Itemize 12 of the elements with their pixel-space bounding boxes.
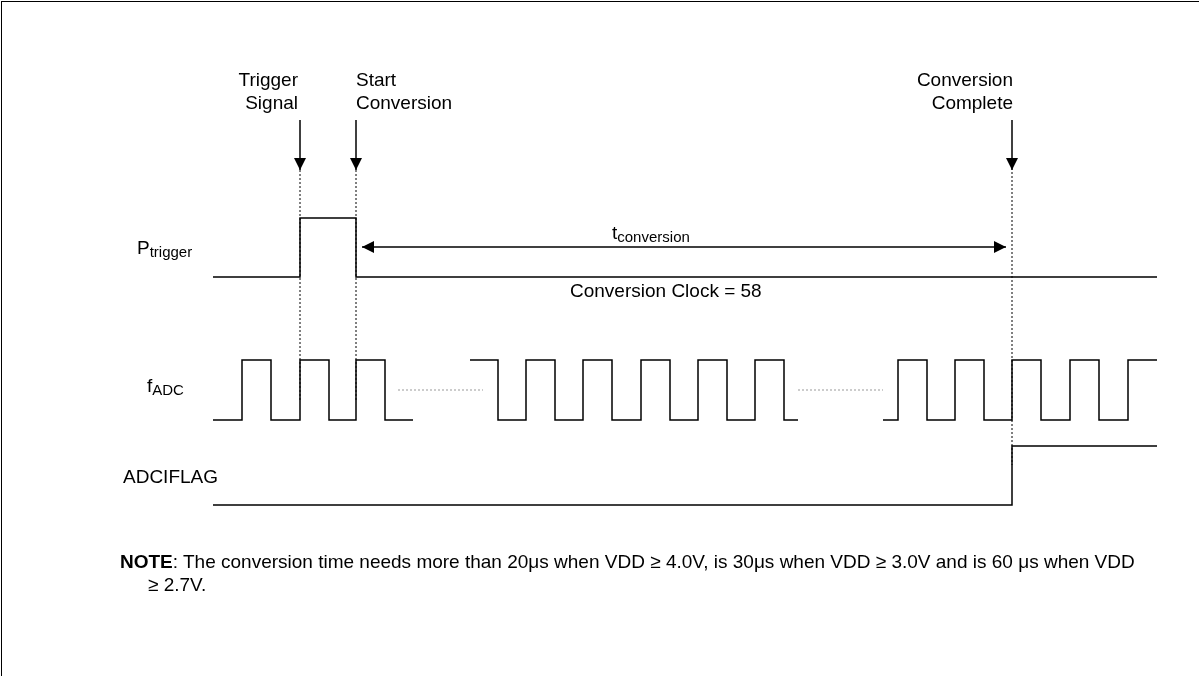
callout-label: Start Conversion — [356, 68, 466, 114]
leader-arrow — [350, 119, 362, 171]
leader-arrow — [1006, 119, 1018, 171]
note-text: NOTE: The conversion time needs more than 20μs when VDD ≥ 4.0V, is 30μs when VDD ≥ 3.0V and is 60 μs when VDD ≥ 2.7V. — [120, 550, 1136, 596]
leader-arrow — [294, 119, 306, 171]
callout-label: Trigger Signal — [188, 68, 298, 114]
signal-name: f$_{ADC}$ — [147, 374, 184, 398]
dimension-label: t$_{conversion}$ — [612, 221, 690, 245]
signal-name: ADCIFLAG — [123, 465, 219, 488]
callout-label: Conversion Complete — [903, 68, 1013, 114]
signal-name: P$_{trigger}$ — [137, 236, 193, 260]
annotation-text: Conversion Clock = 58 — [570, 279, 762, 302]
